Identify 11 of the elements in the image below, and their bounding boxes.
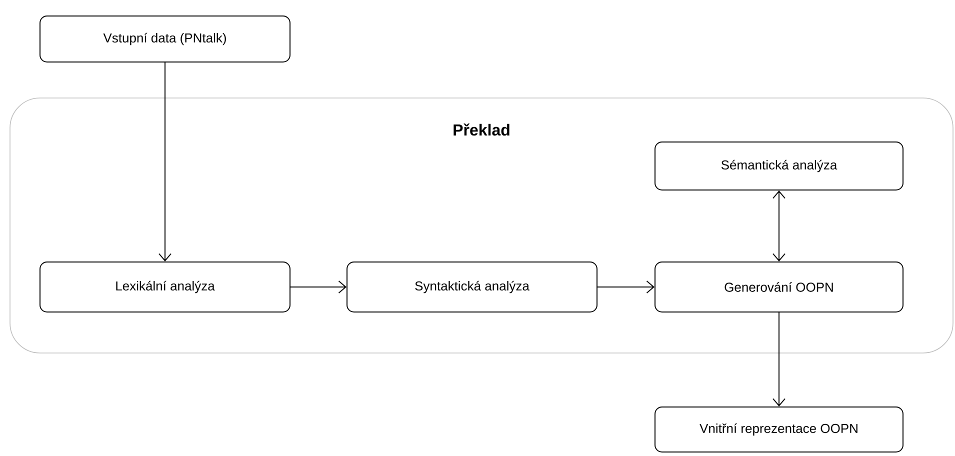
arrow [158,62,172,262]
arrow [597,280,654,294]
process-box: Vstupní data (PNtalk) [40,16,290,62]
process-box: Lexikální analýza [40,262,290,312]
process-box: Generování OOPN [654,262,904,312]
process-box: Sémantická analýza [654,142,904,190]
process-box: Vnitřní reprezentace OOPN [654,406,904,452]
arrow [772,190,786,262]
process-box: Syntaktická analýza [346,262,598,312]
arrow [772,312,786,406]
arrow [290,280,346,294]
